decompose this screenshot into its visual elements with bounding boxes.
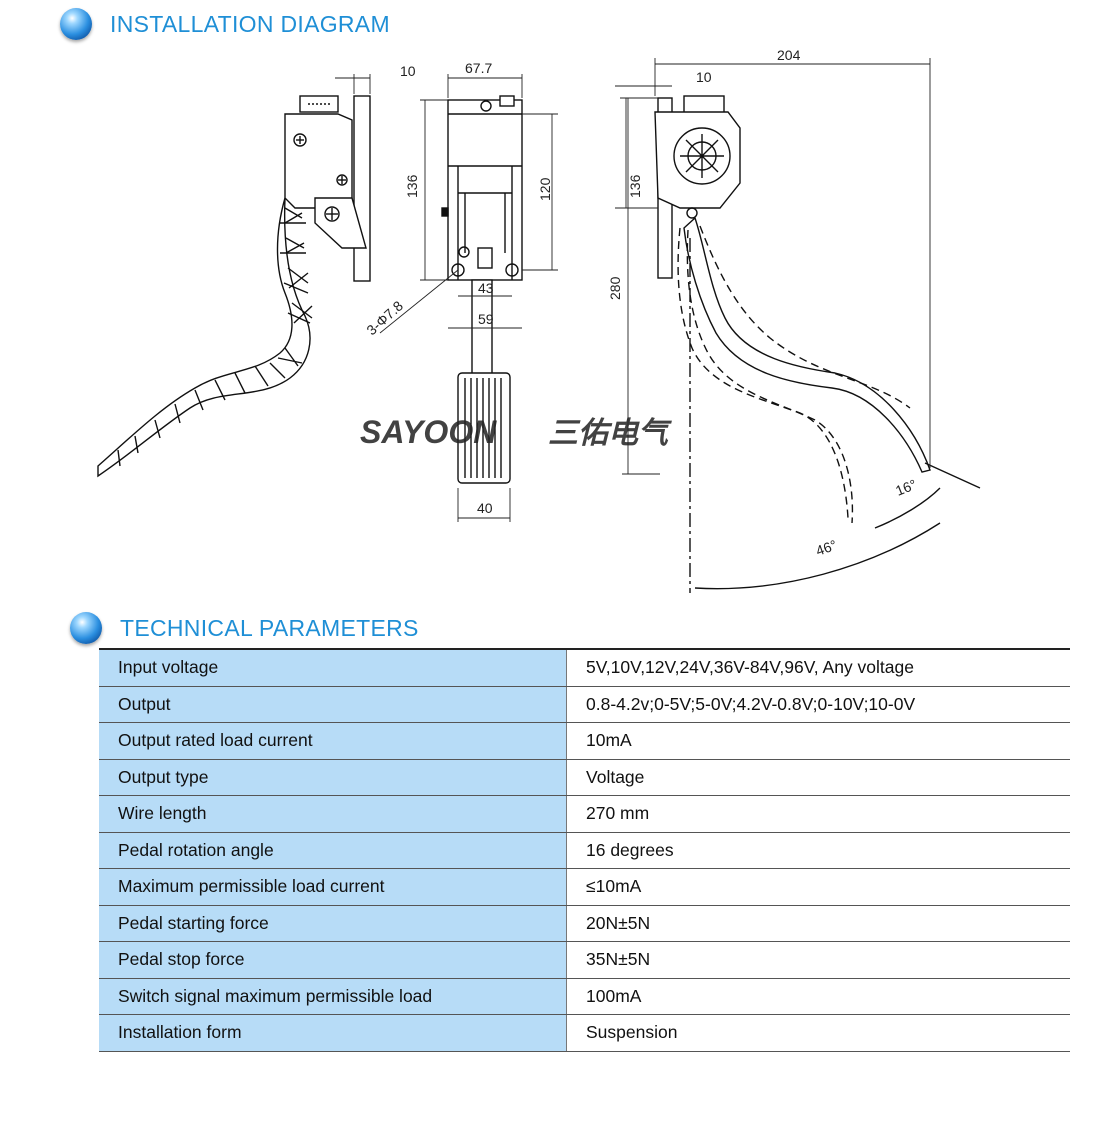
angle-46: 46° [814,537,839,559]
dim-136-left: 136 [404,174,420,198]
dim-136-right: 136 [627,174,643,198]
angle-16: 16° [893,476,919,499]
param-name: Output type [99,759,567,796]
param-name: Pedal starting force [99,905,567,942]
param-value: 0.8-4.2v;0-5V;5-0V;4.2V-0.8V;0-10V;10-0V [566,686,1070,723]
param-name: Output rated load current [99,722,567,760]
param-name: Output [99,686,567,723]
dim-280: 280 [607,276,623,300]
dim-10-left: 10 [400,63,416,79]
blue-sphere-icon [70,612,102,644]
param-name: Maximum permissible load current [99,868,567,906]
dim-67-7: 67.7 [465,60,492,76]
param-value: 100mA [566,978,1070,1015]
dim-120: 120 [537,177,553,201]
pedal-front-view [441,95,523,484]
dim-hole-diameter: 3-Φ7.8 [363,297,406,338]
param-value: 20N±5N [566,905,1070,942]
param-name: Wire length [99,795,567,833]
dim-40: 40 [477,500,493,516]
param-value: 5V,10V,12V,24V,36V-84V,96V, Any voltage [566,648,1070,687]
watermark-chinese: 三佑电气 [548,417,672,450]
param-value: ≤10mA [566,868,1070,906]
installation-diagram-title: INSTALLATION DIAGRAM [110,10,390,37]
param-name: Installation form [99,1014,567,1052]
watermark-brand: SAYOON [360,414,497,450]
param-value: Suspension [566,1014,1070,1052]
param-value: 270 mm [566,795,1070,833]
param-name: Input voltage [99,648,567,687]
param-name: Switch signal maximum permissible load [99,978,567,1015]
dim-59: 59 [478,311,494,327]
dim-43: 43 [478,280,494,296]
param-value: 35N±5N [566,941,1070,979]
pedal-side-view [97,95,371,478]
dim-204: 204 [777,48,801,63]
dim-10-right: 10 [696,69,712,85]
pedal-rotation-view [654,95,981,593]
technical-parameters-title: TECHNICAL PARAMETERS [120,614,419,641]
blue-sphere-icon [60,8,92,40]
installation-diagram: 10 67.7 136 120 43 59 40 3-Φ7.8 204 10 1… [97,48,981,593]
param-name: Pedal rotation angle [99,832,567,869]
param-value: Voltage [566,759,1070,796]
installation-diagram-heading: INSTALLATION DIAGRAM [60,8,390,40]
technical-parameters-heading: TECHNICAL PARAMETERS [70,612,419,644]
param-value: 16 degrees [566,832,1070,869]
table-row: Maximum permissible load current≤10mA [99,868,1070,906]
param-value: 10mA [566,722,1070,760]
param-name: Pedal stop force [99,941,567,979]
